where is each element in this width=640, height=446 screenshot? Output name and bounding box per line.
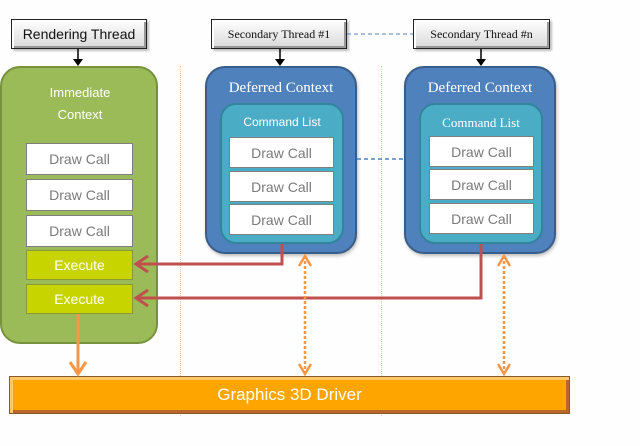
deferred-n-draw-call: Draw Call bbox=[429, 169, 534, 200]
deferred-1-draw-call: Draw Call bbox=[229, 204, 334, 235]
secondary-thread-n-box: Secondary Thread #n bbox=[413, 19, 550, 49]
command-list-title: Command List bbox=[442, 115, 520, 130]
immediate-context-title: Immediate Context bbox=[2, 82, 158, 126]
secondary-n-arrow bbox=[476, 49, 486, 66]
immediate-draw-call: Draw Call bbox=[26, 215, 133, 247]
deferred-n-draw-call: Draw Call bbox=[429, 203, 534, 234]
rendering-thread-arrow bbox=[73, 49, 83, 66]
immediate-draw-call: Draw Call bbox=[26, 143, 133, 175]
deferred-1-draw-call: Draw Call bbox=[229, 137, 334, 168]
execute-block-1: Execute bbox=[26, 250, 133, 280]
deferred-n-driver-arrow bbox=[496, 253, 512, 377]
rendering-thread-box: Rendering Thread bbox=[11, 19, 147, 49]
deferred-context-title: Deferred Context bbox=[228, 80, 334, 96]
deferred-1-draw-call: Draw Call bbox=[229, 171, 334, 202]
deferred-context-title: Deferred Context bbox=[427, 80, 533, 96]
lane-separator bbox=[180, 66, 181, 416]
execute-block-2: Execute bbox=[26, 284, 133, 314]
deferred-n-draw-call: Draw Call bbox=[429, 136, 534, 167]
deferred-1-driver-arrow bbox=[297, 253, 313, 377]
lane-separator bbox=[381, 66, 382, 416]
secondary-thread-1-box: Secondary Thread #1 bbox=[211, 19, 347, 49]
immediate-title-line1: Immediate bbox=[49, 85, 111, 100]
graphics-3d-driver: Graphics 3D Driver bbox=[9, 376, 570, 414]
immediate-title-line2: Context bbox=[57, 107, 103, 122]
command-list-title: Command List bbox=[243, 115, 321, 129]
immediate-draw-call: Draw Call bbox=[26, 179, 133, 211]
secondary-1-arrow bbox=[275, 49, 285, 66]
